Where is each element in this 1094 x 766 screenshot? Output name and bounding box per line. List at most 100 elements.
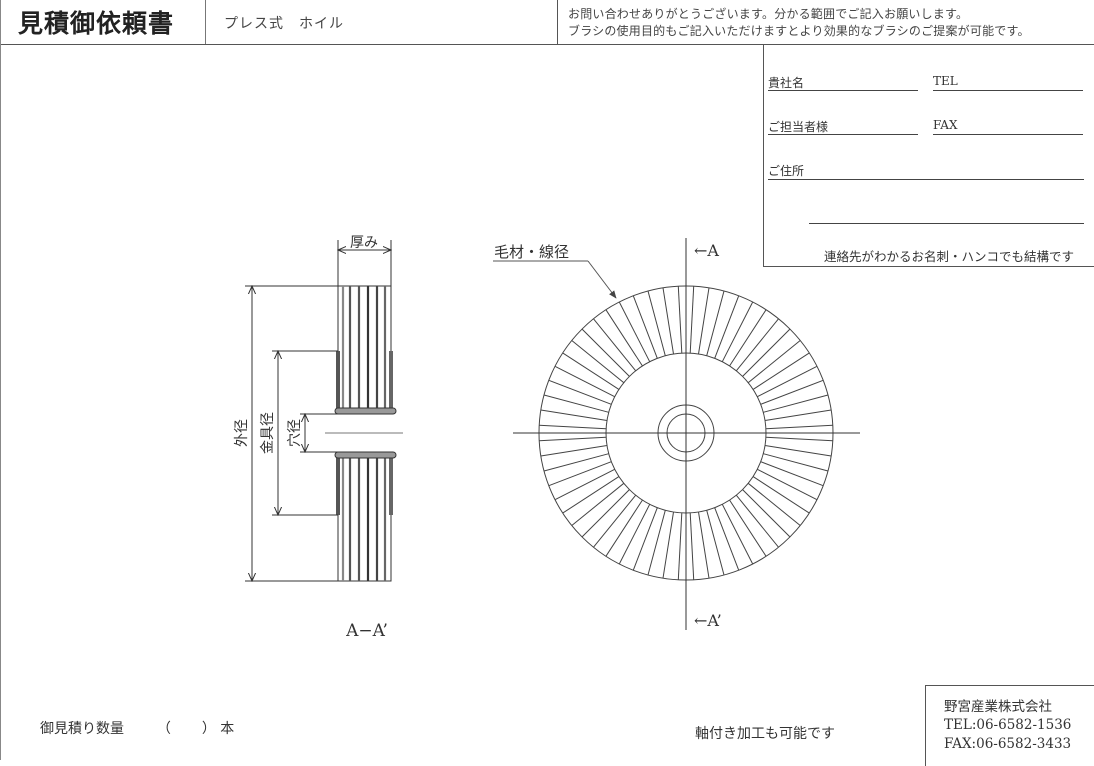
fitting-diameter-label: 金具径 — [260, 412, 276, 454]
customer-form-box — [763, 44, 1094, 267]
bristle-spoke — [581, 328, 630, 377]
bristle-spoke — [647, 510, 666, 576]
bristle-spoke — [632, 507, 658, 571]
bristle-spoke — [757, 468, 818, 501]
upper-bristle-lines — [341, 286, 387, 413]
notice-line-2: ブラシの使用目的もご記入いただけますとより効果的なブラシのご提案が可能です。 — [568, 24, 1030, 38]
bristle-spoke — [742, 328, 791, 377]
outer-diameter-label: 外径 — [234, 419, 250, 447]
page-title: 見積御依頼書 — [18, 9, 175, 38]
bristle-spoke — [764, 409, 832, 421]
notice-line-1: お問い合わせありがとうございます。分かる範囲でご記入お願いします。 — [568, 7, 969, 21]
bristle-spoke — [765, 424, 833, 430]
fax-label: FAX — [933, 118, 958, 132]
bristle-spoke — [763, 453, 829, 472]
bristle-spoke — [747, 482, 801, 526]
quantity-row: 御見積り数量 （ ） 本 — [40, 718, 234, 738]
company-tel: TEL:06-6582-1536 — [944, 717, 1072, 733]
bristle-spoke — [632, 295, 658, 359]
bristle-spoke — [714, 507, 740, 571]
bristle-spoke — [581, 489, 630, 538]
address-label: ご住所 — [768, 164, 805, 178]
bristle-spoke — [543, 453, 609, 472]
side-view — [245, 240, 403, 581]
bristle-material-label: 毛材・線径 — [494, 243, 569, 261]
bristle-spoke — [752, 476, 810, 514]
bristle-spoke — [677, 286, 683, 354]
bristle-spoke — [698, 511, 710, 579]
quantity-label: 御見積り数量 — [40, 721, 124, 737]
bristle-spoke — [721, 504, 754, 565]
bristle-spoke — [706, 510, 725, 576]
company-fax: FAX:06-6582-3433 — [944, 736, 1072, 752]
bristle-spoke — [763, 394, 829, 413]
business-card-note: 連絡先がわかるお名刺・ハンコでも結構です — [824, 249, 1075, 264]
quantity-unit: 本 — [220, 721, 235, 737]
bristle-spoke — [735, 494, 779, 548]
bristle-spoke — [593, 494, 637, 548]
header-divider-2 — [557, 0, 558, 44]
bristle-spoke — [647, 290, 666, 356]
tel-field[interactable] — [933, 90, 1083, 91]
bristle-spoke — [562, 352, 620, 390]
company-name: 野宮産業株式会社 — [944, 699, 1052, 715]
bristle-spoke — [618, 301, 651, 362]
bristle-spoke — [706, 290, 725, 356]
bristle-spoke — [760, 379, 824, 405]
quantity-open-paren: （ — [156, 721, 171, 737]
bristle-spoke — [662, 511, 674, 579]
bristle-spoke — [571, 340, 625, 384]
bristle-spokes — [539, 286, 833, 580]
bristle-spoke — [554, 468, 615, 501]
lower-bristle-lines — [341, 453, 387, 581]
thickness-label: 厚み — [350, 235, 378, 251]
bristle-spoke — [677, 512, 683, 580]
bristle-spoke — [714, 295, 740, 359]
bristle-spoke — [540, 409, 608, 421]
company-name-field[interactable] — [768, 90, 918, 91]
bristle-spoke — [698, 287, 710, 355]
header-bottom-border — [0, 44, 1094, 45]
bristle-spoke — [540, 445, 608, 457]
company-info-box: 野宮産業株式会社 TEL:06-6582-1536 FAX:06-6582-34… — [925, 685, 1094, 766]
bristle-spoke — [735, 318, 779, 372]
bristle-spoke — [729, 499, 767, 557]
bristle-spoke — [593, 318, 637, 372]
bristle-spoke — [742, 489, 791, 538]
page-left-border — [0, 0, 1, 760]
bristle-spoke — [760, 461, 824, 487]
quantity-close-paren: ） — [201, 721, 216, 737]
fax-field[interactable] — [933, 134, 1083, 135]
bristle-spoke — [562, 476, 620, 514]
bristle-spoke — [721, 301, 754, 362]
bristle-spoke — [689, 286, 695, 354]
contact-person-field[interactable] — [768, 134, 918, 135]
section-mark-a-prime: ←A’ — [694, 611, 722, 630]
tel-label: TEL — [933, 74, 958, 88]
bristle-spoke — [548, 461, 612, 487]
bristle-spoke — [554, 365, 615, 398]
bristle-spoke — [662, 287, 674, 355]
front-view — [493, 238, 860, 630]
address-field-line-1[interactable] — [768, 179, 1084, 180]
bristle-spoke — [689, 512, 695, 580]
bristle-spoke — [605, 309, 643, 367]
address-field-line-2[interactable] — [809, 223, 1084, 224]
shaft-processing-note: 軸付き加工も可能です — [695, 726, 835, 742]
bristle-spoke — [571, 482, 625, 526]
bristle-spoke — [765, 436, 833, 442]
contact-person-label: ご担当者様 — [768, 120, 829, 134]
bristle-spoke — [764, 445, 832, 457]
section-label: A−A’ — [345, 621, 388, 641]
bristle-spoke — [539, 436, 607, 442]
bristle-spoke — [729, 309, 767, 367]
bristle-spoke — [747, 340, 801, 384]
section-mark-a: ←A — [694, 241, 719, 260]
product-type: プレス式 ホイル — [224, 16, 344, 32]
bristle-spoke — [752, 352, 810, 390]
bristle-spoke — [548, 379, 612, 405]
bristle-spoke — [757, 365, 818, 398]
company-name-label: 貴社名 — [768, 76, 805, 90]
header-divider-1 — [205, 0, 206, 44]
